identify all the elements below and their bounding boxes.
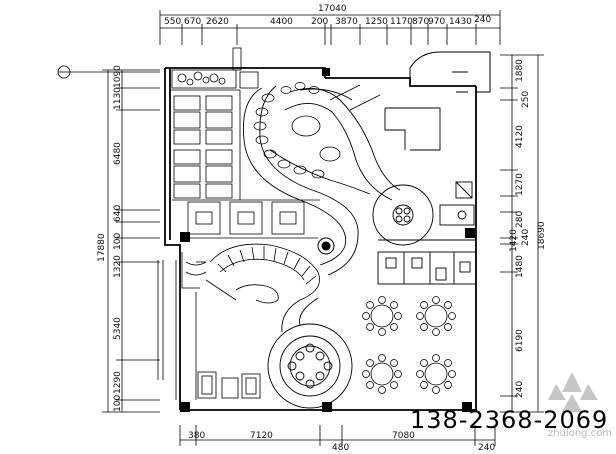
left-booths (170, 89, 320, 201)
dining-table-1 (362, 296, 402, 336)
round-banquette (267, 323, 353, 409)
lounge-table (291, 115, 321, 137)
upper-right-partitions (329, 84, 441, 151)
dim-left-4: 100 (113, 233, 123, 250)
dim-left-7: 1290 (113, 371, 123, 394)
dim-left-1: 1130 (113, 87, 123, 110)
watermark-text: zhulong.com (548, 428, 613, 439)
round-column (317, 237, 335, 255)
dim-top-9: 970 (428, 17, 445, 27)
dim-left-total: 17880 (97, 233, 107, 262)
planter-shelf (239, 71, 259, 89)
outer-walls (164, 67, 477, 411)
right-dimensions (500, 54, 544, 413)
dim-right-7: 1480 (515, 255, 525, 278)
dim-top-1: 670 (184, 17, 201, 27)
dim-top-total: 17040 (318, 4, 347, 14)
columns (180, 68, 475, 412)
dim-left-3: 640 (113, 205, 123, 222)
dim-top-5: 3870 (335, 17, 358, 27)
dim-top-8: 870 (412, 17, 429, 27)
dining-tables (362, 296, 456, 394)
dim-left-2: 6480 (113, 142, 123, 165)
watermark-logo (548, 372, 598, 412)
dim-top-4: 200 (311, 17, 328, 27)
dining-table-3 (362, 354, 402, 394)
dim-right-1: 250 (521, 91, 531, 108)
dining-table-2 (416, 296, 456, 336)
upper-right-projection (409, 51, 491, 93)
dim-right-8: 6190 (515, 329, 525, 352)
dim-right-9: 240 (515, 381, 525, 398)
dim-right-0: 1880 (515, 59, 525, 82)
top-dimensions (159, 10, 501, 45)
phone-number: 138-2368-2069 (410, 406, 609, 434)
dim-top-7: 1170 (390, 17, 413, 27)
lounge-sofas (197, 371, 261, 399)
dim-top-0: 550 (164, 17, 181, 27)
stair-hall (181, 252, 207, 400)
dim-left-6: 5340 (113, 317, 123, 340)
service-rooms (377, 181, 477, 285)
dim-left-5: 1320 (113, 255, 123, 278)
dim-top-10: 1430 (449, 17, 472, 27)
dim-bottom-2: 480 (332, 443, 349, 453)
curved-ramp (281, 297, 319, 333)
section-marker (57, 65, 160, 79)
dim-bottom-0: 380 (188, 431, 205, 441)
dining-table-4 (416, 354, 456, 394)
dim-right-3: 1270 (515, 173, 525, 196)
dim-bottom-4: 240 (478, 443, 495, 453)
dim-top-6: 1250 (365, 17, 388, 27)
middle-booths (182, 201, 318, 239)
entry-post (232, 47, 242, 71)
dim-right-total: 18690 (537, 221, 547, 250)
left-facade (157, 260, 177, 400)
dim-top-2: 2620 (206, 17, 229, 27)
planter (171, 69, 237, 89)
sofa-chairs (253, 82, 325, 179)
dim-bottom-1: 7120 (250, 431, 273, 441)
dim-top-11: 240 (474, 15, 491, 25)
dim-right-2: 4120 (515, 125, 525, 148)
bottom-dimensions (179, 425, 496, 446)
dim-right-6: 240 (521, 229, 531, 246)
dim-left-0: 1090 (113, 65, 123, 88)
lounge-table-2 (319, 146, 341, 162)
round-table (372, 184, 434, 246)
dim-bottom-3: 7080 (392, 431, 415, 441)
left-dimensions (102, 69, 160, 413)
dim-top-3: 4400 (270, 17, 293, 27)
spiral-staircase (196, 243, 320, 304)
dim-left-8: 100 (113, 395, 123, 412)
dim-right-4: 280 (515, 211, 525, 228)
dim-right-5: 1420 (509, 229, 519, 252)
